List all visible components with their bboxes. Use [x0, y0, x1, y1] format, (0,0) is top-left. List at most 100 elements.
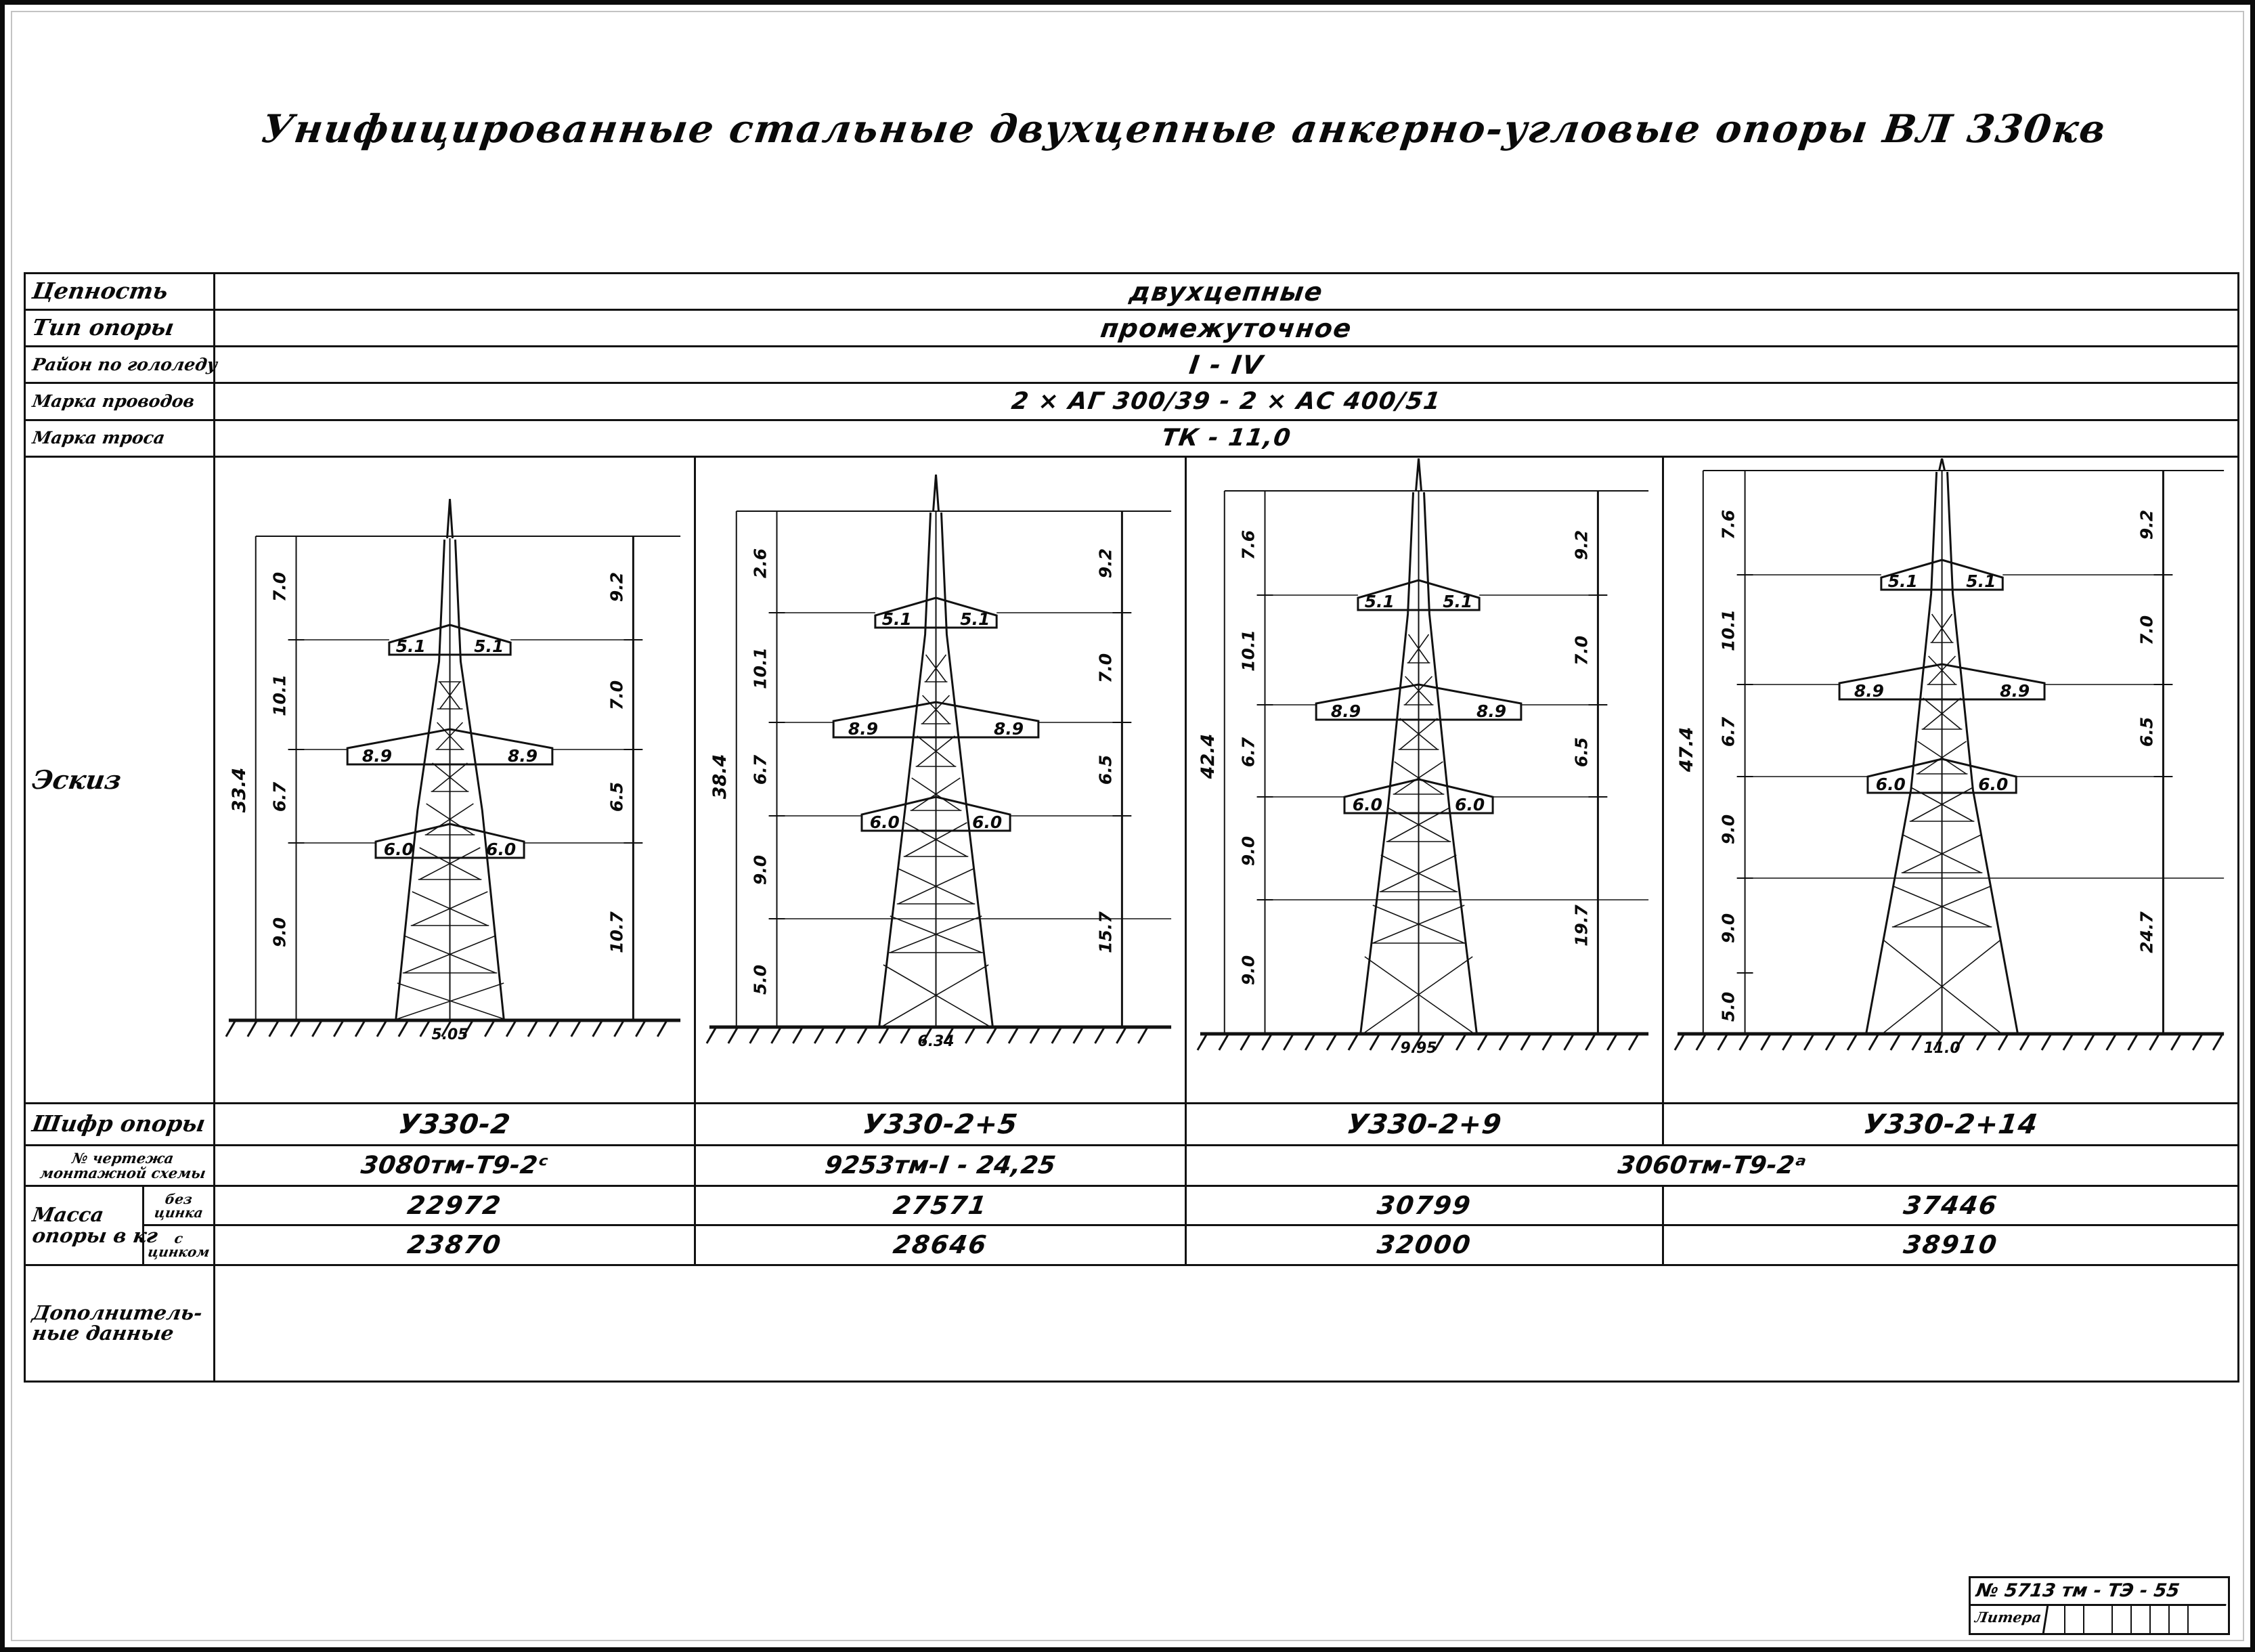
dim-arm-3-1b: 8.9 [1476, 701, 1506, 721]
dim-arm-4-1b: 8.9 [2000, 681, 2030, 701]
dim-right-4-0: 9.2 [2137, 510, 2157, 540]
tower-drawing-1: 3080тм-Т9-2ᶜ [359, 1152, 550, 1180]
tower-mass-zinc-4: 38910 [1902, 1230, 2000, 1260]
cell-code-4: У330-2+14 [1662, 1102, 2240, 1147]
dim-base-4: 11.0 [1924, 1040, 1961, 1057]
dim-total-height-1: 33.4 [229, 767, 250, 812]
dim-arm-3-0b: 5.1 [1443, 592, 1472, 611]
row-value-cell: 2 × АГ 300/39 - 2 × АС 400/51 [213, 382, 2240, 421]
dim-arm-1-0b: 5.1 [474, 636, 504, 656]
row-label-sketch: Эскиз [30, 764, 124, 795]
cell-drawing-1: 3080тм-Т9-2ᶜ [213, 1144, 697, 1188]
cell-code-2: У330-2+5 [694, 1102, 1187, 1147]
row-label-drawing-2: монтажной схемы [39, 1164, 207, 1181]
tower-code-1: У330-2 [396, 1108, 513, 1140]
row-label-cell-additional: Дополнитель- ные данные [23, 1263, 216, 1383]
row-label-cell-drawing: № чертежа монтажной схемы [23, 1144, 216, 1188]
stamp-box-7 [2170, 1606, 2189, 1633]
dim-arm-3-2b: 6.0 [1455, 795, 1485, 814]
dim-arm-2-0b: 5.1 [960, 609, 990, 629]
dim-left-2-4: 5.0 [751, 965, 770, 995]
row-label-cell: Марка проводов [23, 382, 216, 421]
cell-mass-zinc-1: 23870 [213, 1224, 697, 1266]
dim-left-3-2: 6.7 [1239, 737, 1258, 767]
table-row-mass-no-zinc: Масса опоры в кг без цинка 22972 27571 3… [24, 1185, 2240, 1266]
mass-sub-zinc-1: с [173, 1230, 184, 1246]
tower-drawing-2: 9253тм-I - 24,25 [823, 1152, 1058, 1180]
dim-arm-3-2: 6.0 [1353, 795, 1382, 814]
tower-code-2: У330-2+5 [860, 1108, 1020, 1140]
table-row-tower-code: Шифр опоры У330-2 У330-2+5 У330-2+9 У330… [23, 1102, 2240, 1147]
row-label-ice-region: Район по гололеду [30, 354, 219, 374]
dim-arm-2-1b: 8.9 [994, 719, 1024, 739]
dim-arm-2-2: 6.0 [870, 812, 900, 832]
table-row-additional-data: Дополнитель- ные данные [23, 1263, 2240, 1383]
dim-right-2-0: 9.2 [1096, 548, 1116, 578]
row-label-conductor: Марка проводов [30, 391, 196, 411]
stamp-box-1 [2046, 1606, 2065, 1633]
tower-svg-4: 47.4 7.6 10.1 6.7 9.0 9.0 5.0 9.2 7.0 6.… [1673, 458, 2225, 1057]
table-row-sketch: Эскиз [23, 455, 2240, 1104]
dim-left-4-5: 5.0 [1719, 992, 1738, 1022]
dim-right-2-3: 15.7 [1096, 911, 1116, 953]
row-value-groundwire: ТК - 11,0 [1160, 425, 1293, 452]
dim-left-2-2: 6.7 [751, 754, 770, 785]
tower-sketch-1: 33.4 7.0 10.1 6.7 9.0 9.2 7.0 6.5 10.7 5… [215, 458, 694, 1102]
dim-base-2: 6.34 [918, 1033, 955, 1050]
dim-arm-1-1: 8.9 [362, 746, 392, 766]
row-value-cell: I - IV [213, 345, 2240, 385]
dim-arm-4-1: 8.9 [1854, 681, 1884, 701]
row-label-cell: Марка троса [23, 418, 216, 458]
row-label-groundwire: Марка троса [30, 427, 167, 448]
page-title: Унифицированные стальные двухцепные анке… [259, 106, 2110, 152]
tower-sketch-2: 38.4 2.6 10.1 6.7 9.0 5.0 9.2 7.0 6.5 15… [696, 458, 1185, 1102]
dim-left-1-0: 7.0 [270, 572, 290, 602]
table-row-ice-region: Район по гололеду I - IV [23, 345, 2240, 385]
stamp-drawing-code: № 5713 тм - ТЭ - 55 [1969, 1578, 2230, 1606]
dim-right-3-1: 7.0 [1572, 636, 1592, 666]
dim-total-height-2: 38.4 [709, 754, 730, 799]
dim-left-3-3: 9.0 [1239, 836, 1258, 866]
dim-left-4-1: 10.1 [1719, 609, 1738, 651]
dim-right-2-2: 6.5 [1096, 755, 1116, 785]
dim-arm-4-0: 5.1 [1888, 571, 1918, 591]
specification-table: Цепность двухцепные Тип опоры промежуточ… [23, 271, 2240, 1383]
tower-svg-3: 42.4 7.6 10.1 6.7 9.0 9.0 9.2 7.0 6.5 19… [1196, 458, 1649, 1057]
dim-left-1-2: 6.7 [270, 781, 290, 812]
dim-arm-2-0: 5.1 [882, 609, 912, 629]
tower-code-3: У330-2+9 [1344, 1108, 1504, 1140]
dim-right-4-1: 7.0 [2137, 615, 2157, 645]
dim-right-1-3: 10.7 [607, 911, 627, 953]
tower-mass-no-zinc-2: 27571 [891, 1191, 990, 1221]
dim-arm-4-0b: 5.1 [1966, 571, 1996, 591]
row-value-conductor: 2 × АГ 300/39 - 2 × АС 400/51 [1009, 387, 1443, 415]
sketch-cell-tower-3: 42.4 7.6 10.1 6.7 9.0 9.0 9.2 7.0 6.5 19… [1185, 455, 1665, 1104]
row-label-additional-1: Дополнитель- [30, 1301, 204, 1324]
cell-mass-no-zinc-4: 37446 [1662, 1185, 2240, 1227]
dim-arm-3-1: 8.9 [1331, 701, 1361, 721]
dim-left-4-0: 7.6 [1719, 510, 1738, 540]
row-label-tower-code: Шифр опоры [30, 1110, 208, 1137]
cell-additional-data [213, 1263, 2240, 1383]
row-label-cell: Тип опоры [23, 309, 216, 348]
row-label-cell: Район по гололеду [23, 345, 219, 385]
dim-left-3-1: 10.1 [1239, 630, 1258, 672]
tower-mass-zinc-2: 28646 [891, 1230, 990, 1260]
tower-mass-no-zinc-1: 22972 [406, 1191, 504, 1221]
dim-right-3-2: 6.5 [1572, 737, 1592, 767]
row-label-drawing-1: № чертежа [70, 1149, 175, 1167]
table-row-tower-type: Тип опоры промежуточное [23, 309, 2240, 348]
stamp-box-5 [2132, 1606, 2151, 1633]
dim-right-4-3: 24.7 [2137, 911, 2157, 953]
cell-drawing-2: 9253тм-I - 24,25 [694, 1144, 1187, 1188]
row-label-cell-sketch: Эскиз [23, 455, 216, 1104]
sketch-cell-tower-2: 38.4 2.6 10.1 6.7 9.0 5.0 9.2 7.0 6.5 15… [694, 455, 1187, 1104]
stamp-box-3 [2094, 1606, 2113, 1633]
dim-arm-1-2: 6.0 [384, 840, 414, 859]
title-block-stamp: № 5713 тм - ТЭ - 55 Литера [1968, 1576, 2230, 1635]
sub-label-cell-no-zinc: без цинка [141, 1185, 216, 1227]
dim-right-3-3: 19.7 [1572, 904, 1592, 946]
cell-code-3: У330-2+9 [1185, 1102, 1665, 1147]
dim-arm-1-0: 5.1 [396, 636, 426, 656]
